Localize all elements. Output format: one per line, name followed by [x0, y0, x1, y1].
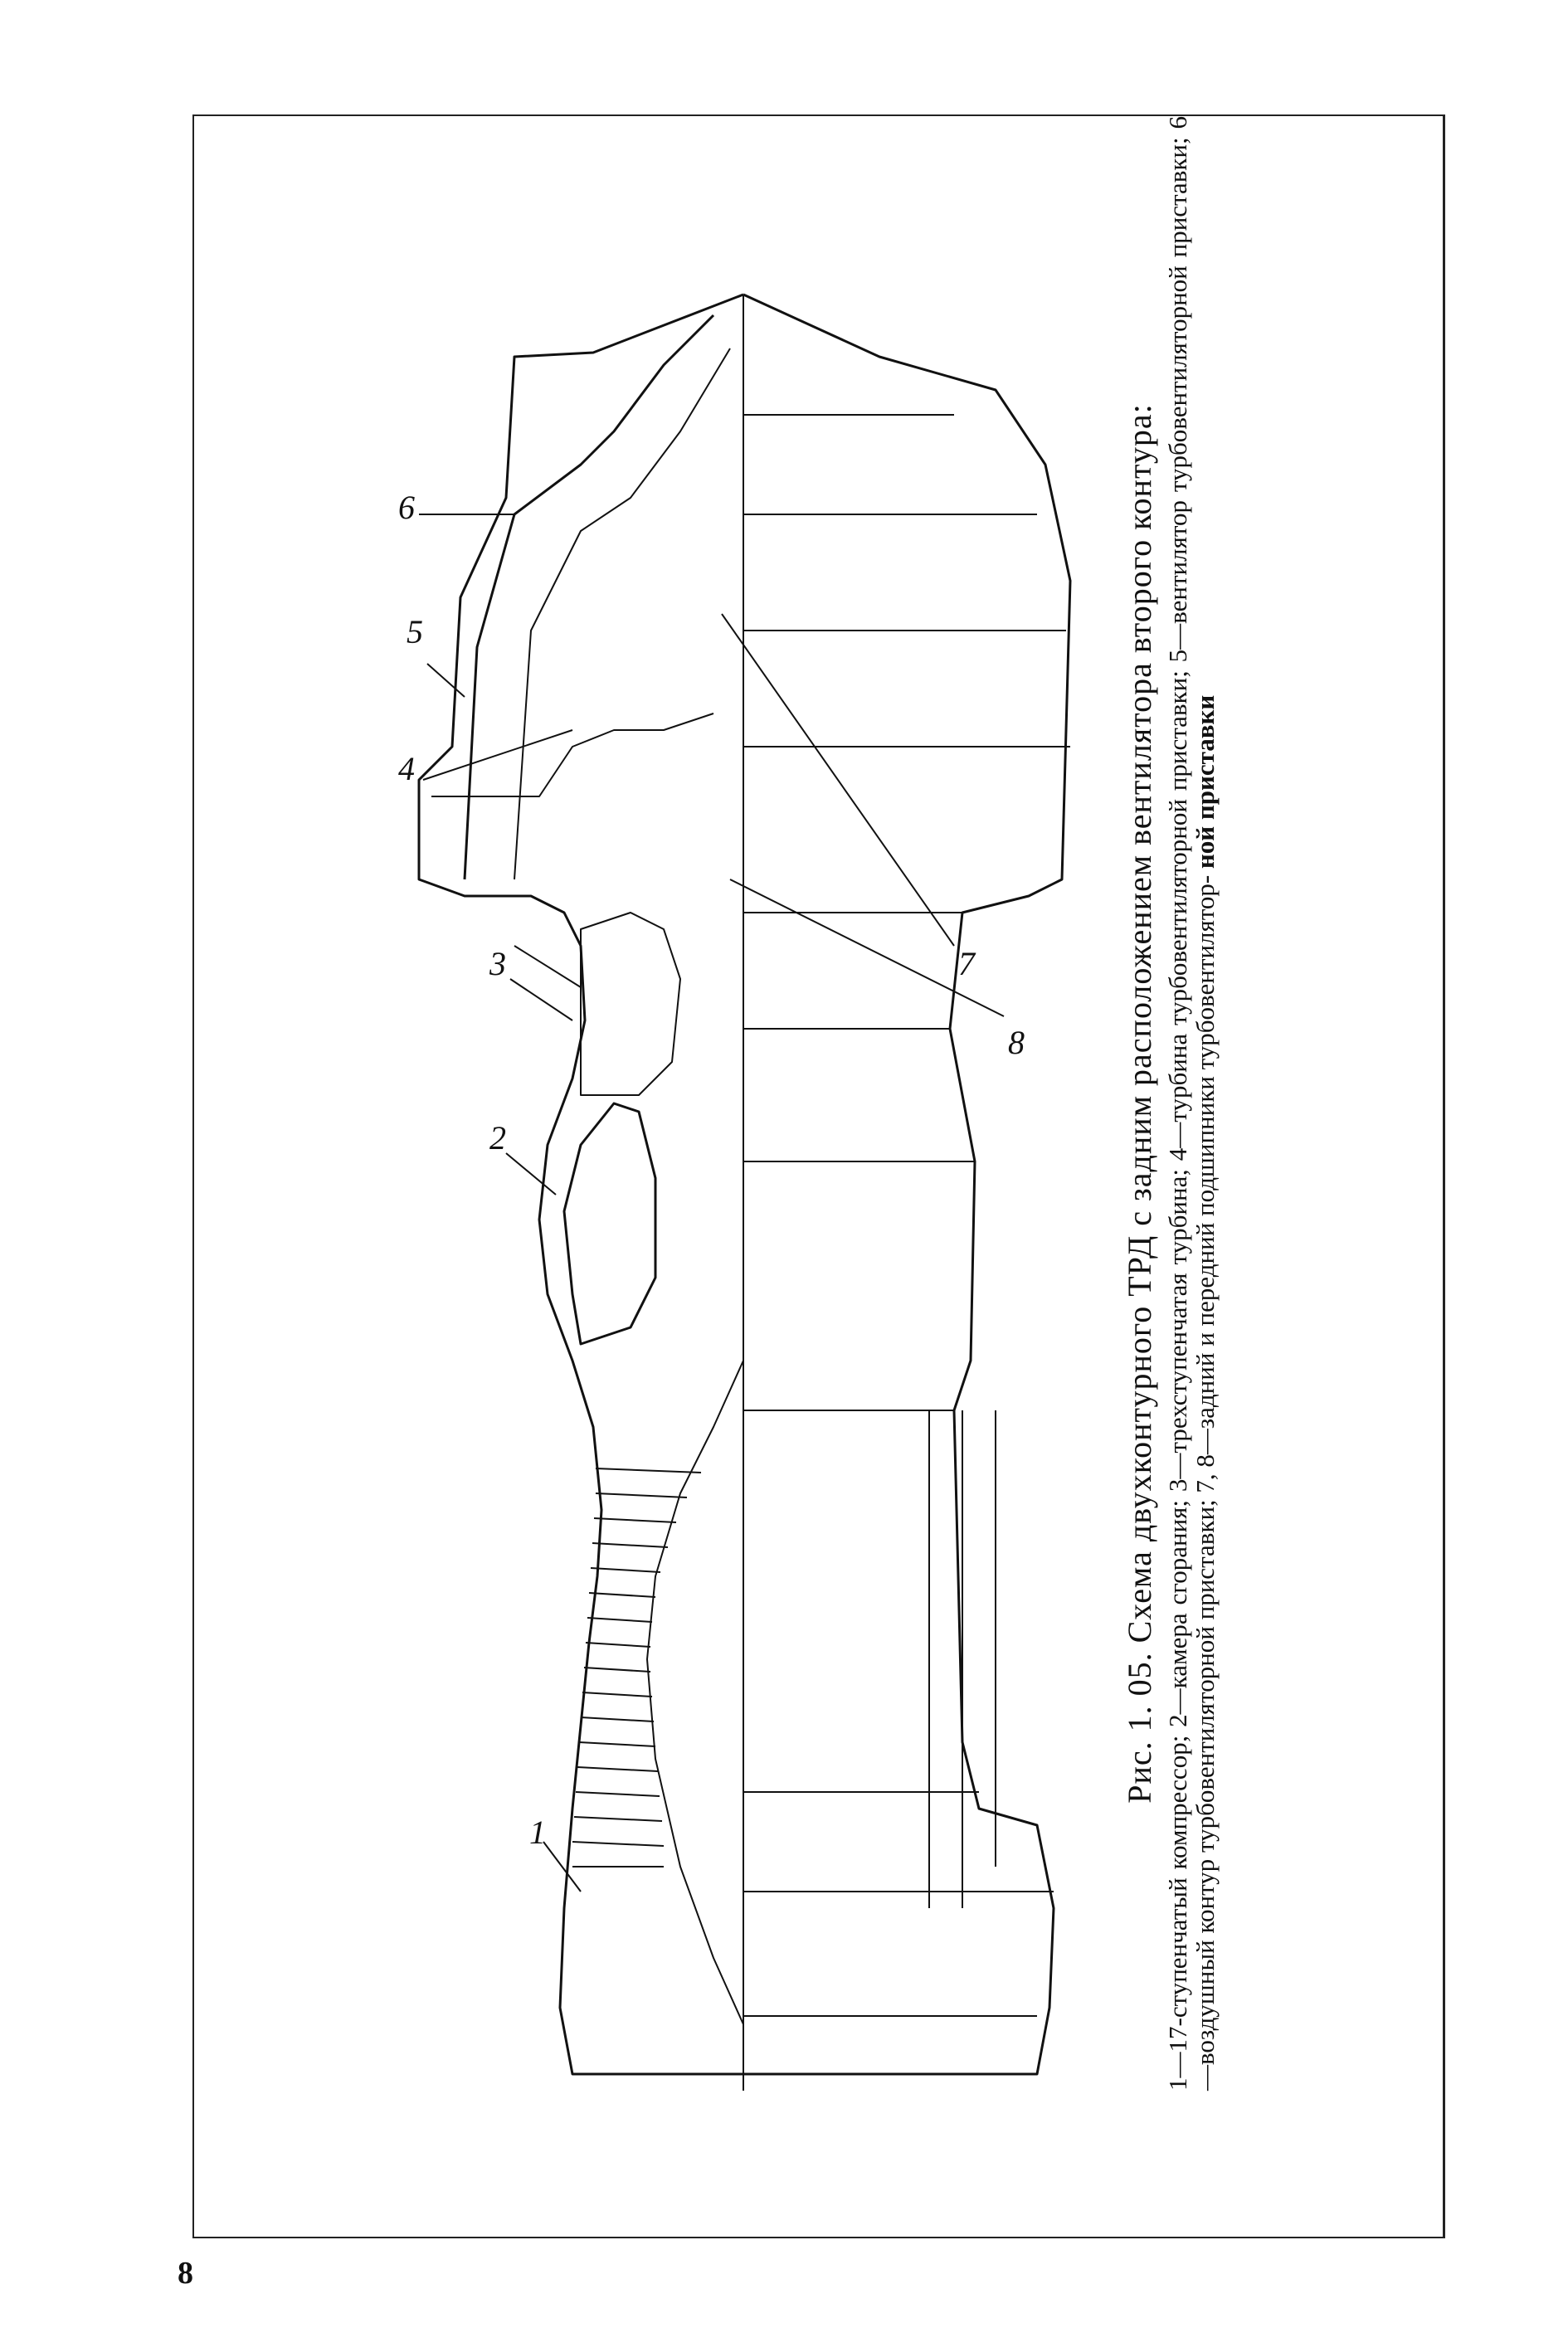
label-6: 6	[398, 489, 415, 526]
engine-lower-profile	[743, 293, 1072, 2076]
bypass-duct-inner	[514, 348, 731, 880]
bypass-duct	[463, 314, 715, 880]
label-4: 4	[398, 750, 415, 787]
label-3: 3	[489, 945, 506, 982]
label-8: 8	[1008, 1024, 1025, 1061]
combustor-liner	[562, 1102, 657, 1346]
compressor-blades	[572, 1468, 702, 1867]
compressor-inner-line	[646, 1360, 744, 2025]
fan-rotor	[431, 713, 714, 797]
figure-legend-tail: ной приставки	[1191, 694, 1220, 869]
label-7: 7	[958, 945, 976, 982]
engine-outer-casing	[417, 293, 744, 2076]
figure-legend-text: 1—17-ступенчатый компрессор; 2—камера сг…	[1163, 116, 1220, 2091]
label-leaders	[419, 514, 1005, 1892]
figure-legend: 1—17-ступенчатый компрессор; 2—камера сг…	[1163, 116, 1220, 2091]
figure-title: Рис. 1. 05. Схема двухконтурного ТРД с з…	[1121, 403, 1158, 1804]
turbine-casing	[580, 912, 681, 1096]
figure-caption: Рис. 1. 05. Схема двухконтурного ТРД с з…	[1120, 116, 1261, 2091]
label-2: 2	[489, 1119, 506, 1157]
label-1: 1	[529, 1814, 546, 1851]
lower-casing-stations	[743, 414, 1070, 2017]
page-number: 8	[178, 2256, 193, 2291]
label-5: 5	[407, 613, 423, 650]
accessory-gearbox-lines	[928, 1410, 996, 1908]
figure-frame	[192, 114, 1445, 2238]
